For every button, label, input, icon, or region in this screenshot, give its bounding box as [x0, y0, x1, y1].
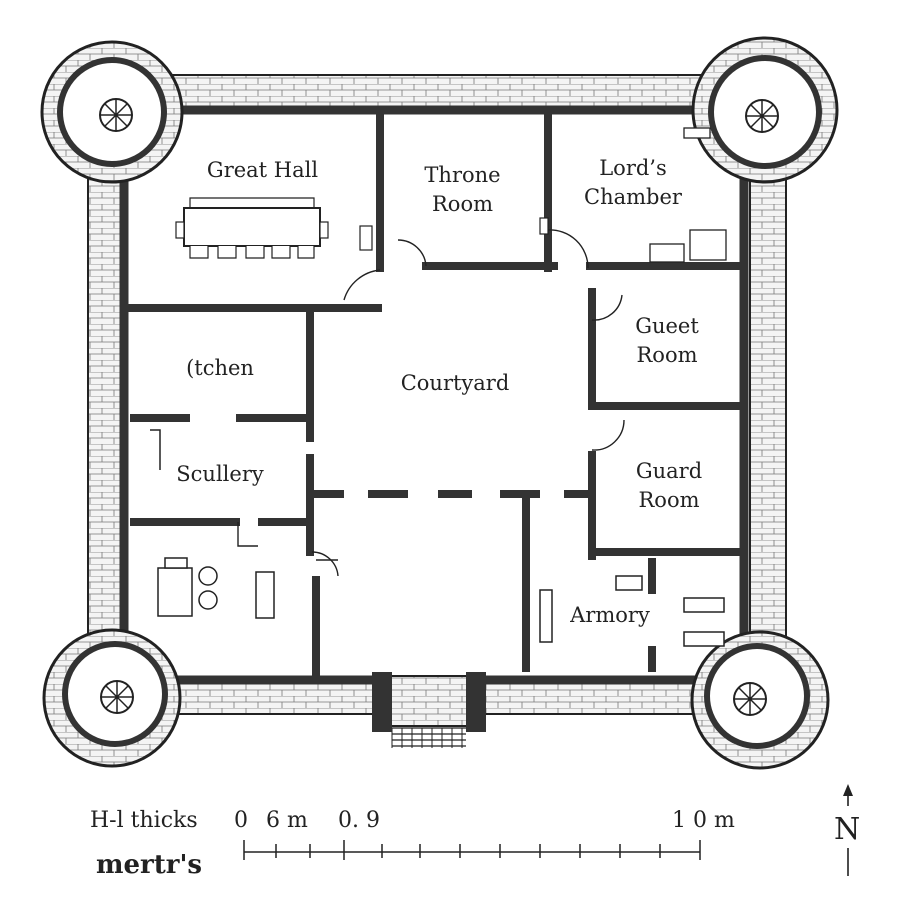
room-label-throne-room: Throne Room	[400, 161, 525, 219]
kitchen-furniture	[150, 429, 275, 619]
tower-north-east	[691, 36, 839, 184]
main-gate	[372, 672, 486, 748]
room-label-armory: Armory	[570, 603, 650, 627]
room-label-kitchen: (tchen	[186, 356, 254, 380]
doors	[237, 229, 625, 577]
room-label-guest-room: Gueet Room	[612, 312, 722, 370]
wall-thickness-label: H-l thicks	[90, 808, 198, 833]
tower-south-east	[690, 630, 830, 770]
scale-tick-6m: 6 m	[266, 808, 308, 833]
room-label-guard-room-line2: Room	[638, 488, 700, 512]
banquet-table	[175, 197, 329, 259]
room-label-courtyard: Courtyard	[400, 371, 510, 395]
north-arrow	[843, 784, 853, 876]
room-label-throne-room-line2: Room	[431, 192, 493, 216]
scale-bar	[243, 840, 701, 860]
room-label-lords-chamber: Lord’s Chamber	[568, 154, 698, 212]
scale-tick-0: 0	[234, 808, 248, 833]
tower-north-west	[40, 40, 184, 184]
room-label-lords-chamber-line1: Lord’s	[599, 156, 667, 180]
lords-chamber-furniture	[649, 127, 727, 263]
tower-south-west	[42, 628, 182, 768]
room-label-guard-room: Guard Room	[614, 457, 724, 515]
scale-tick-09: 0. 9	[338, 808, 380, 833]
room-label-guest-room-line2: Room	[636, 343, 698, 367]
room-label-guard-room-line1: Guard	[635, 459, 703, 483]
armory-racks	[539, 575, 725, 647]
units-label: mertr's	[96, 850, 203, 880]
room-label-throne-room-line1: Throne	[424, 163, 501, 187]
compass-north-label: N	[834, 812, 861, 847]
room-label-scullery: Scullery	[176, 462, 264, 486]
scale-tick-10m: 1 0 m	[672, 808, 735, 833]
room-label-great-hall: Great Hall	[206, 158, 319, 182]
room-label-lords-chamber-line2: Chamber	[584, 185, 682, 209]
interior-walls	[126, 112, 748, 676]
room-label-guest-room-line1: Gueet	[635, 314, 699, 338]
throne-room-details	[359, 217, 549, 251]
